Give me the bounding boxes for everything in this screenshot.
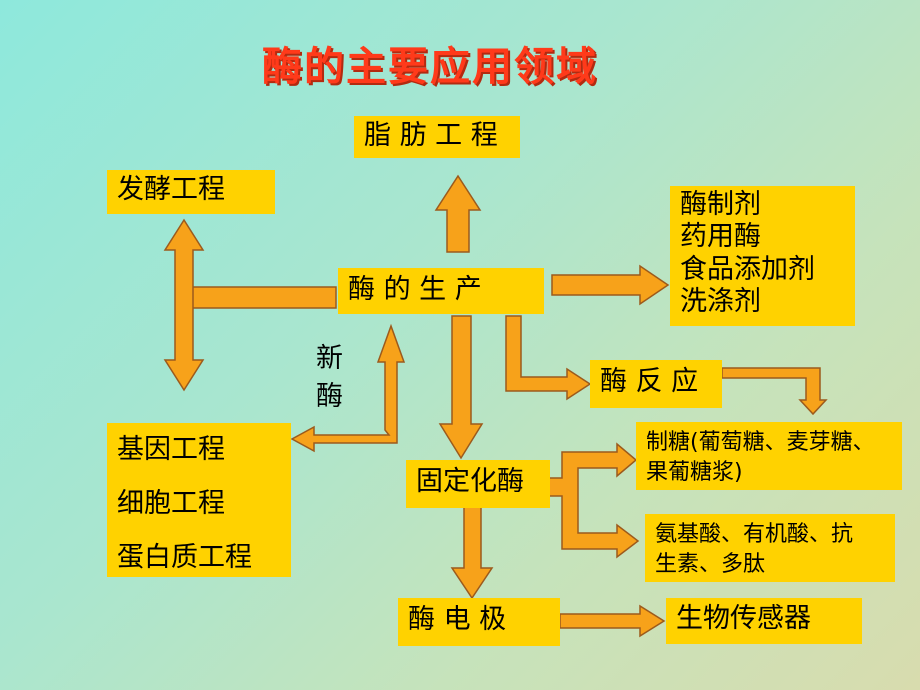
page-title: 酶的主要应用领域	[262, 44, 598, 90]
anjisuan-line: 生素、多肽	[655, 552, 766, 577]
bracket-guding	[548, 442, 640, 559]
arrow-to-zhifang	[434, 174, 482, 253]
box-engineering: 基因工程 细胞工程 蛋白质工程	[107, 423, 291, 577]
arrow-to-fanying	[505, 315, 592, 401]
arrow-to-chuanganqi	[559, 604, 666, 638]
arrow-to-applications	[551, 264, 670, 306]
box-chuanganqi: 生物传感器	[666, 598, 862, 644]
box-shengchan: 酶 的 生 产	[338, 268, 544, 314]
app-item: 食品添加剂	[680, 253, 815, 285]
box-guding: 固定化酶	[406, 460, 550, 508]
box-fajiao: 发酵工程	[107, 170, 275, 214]
anjisuan-line: 氨基酸、有机酸、抗	[655, 522, 854, 547]
arrow-fanying-down	[721, 367, 828, 416]
box-zhifang: 脂 肪 工 程	[354, 116, 520, 158]
zhitang-line: 果葡糖浆)	[646, 460, 743, 485]
arrow-to-diandian	[450, 501, 494, 600]
arrow-to-guding	[438, 315, 484, 460]
box-zhitang: 制糖(葡萄糖、麦芽糖、 果葡糖浆)	[636, 422, 902, 490]
box-anjisuan: 氨基酸、有机酸、抗 生素、多肽	[645, 514, 895, 582]
eng-item: 蛋白质工程	[117, 542, 252, 573]
eng-item: 细胞工程	[117, 488, 225, 519]
app-item: 酶制剂	[680, 189, 761, 220]
xinmei-char: 酶	[316, 381, 343, 412]
connector-shengchan-left	[191, 286, 337, 309]
app-item: 洗涤剂	[680, 286, 761, 318]
double-arrow-fajiao-jiyin	[163, 218, 205, 392]
label-xinmei: 新 酶	[316, 340, 348, 416]
xinmei-char: 新	[316, 343, 343, 374]
box-applications: 酶制剂 药用酶 食品添加剂 洗涤剂	[670, 186, 855, 326]
eng-item: 基因工程	[117, 434, 225, 465]
zhitang-line: 制糖(葡萄糖、麦芽糖、	[646, 430, 875, 455]
box-fanying: 酶 反 应	[590, 360, 722, 408]
app-item: 药用酶	[680, 221, 761, 253]
arrow-xinmei	[290, 323, 406, 453]
box-diandian: 酶 电 极	[398, 598, 560, 646]
